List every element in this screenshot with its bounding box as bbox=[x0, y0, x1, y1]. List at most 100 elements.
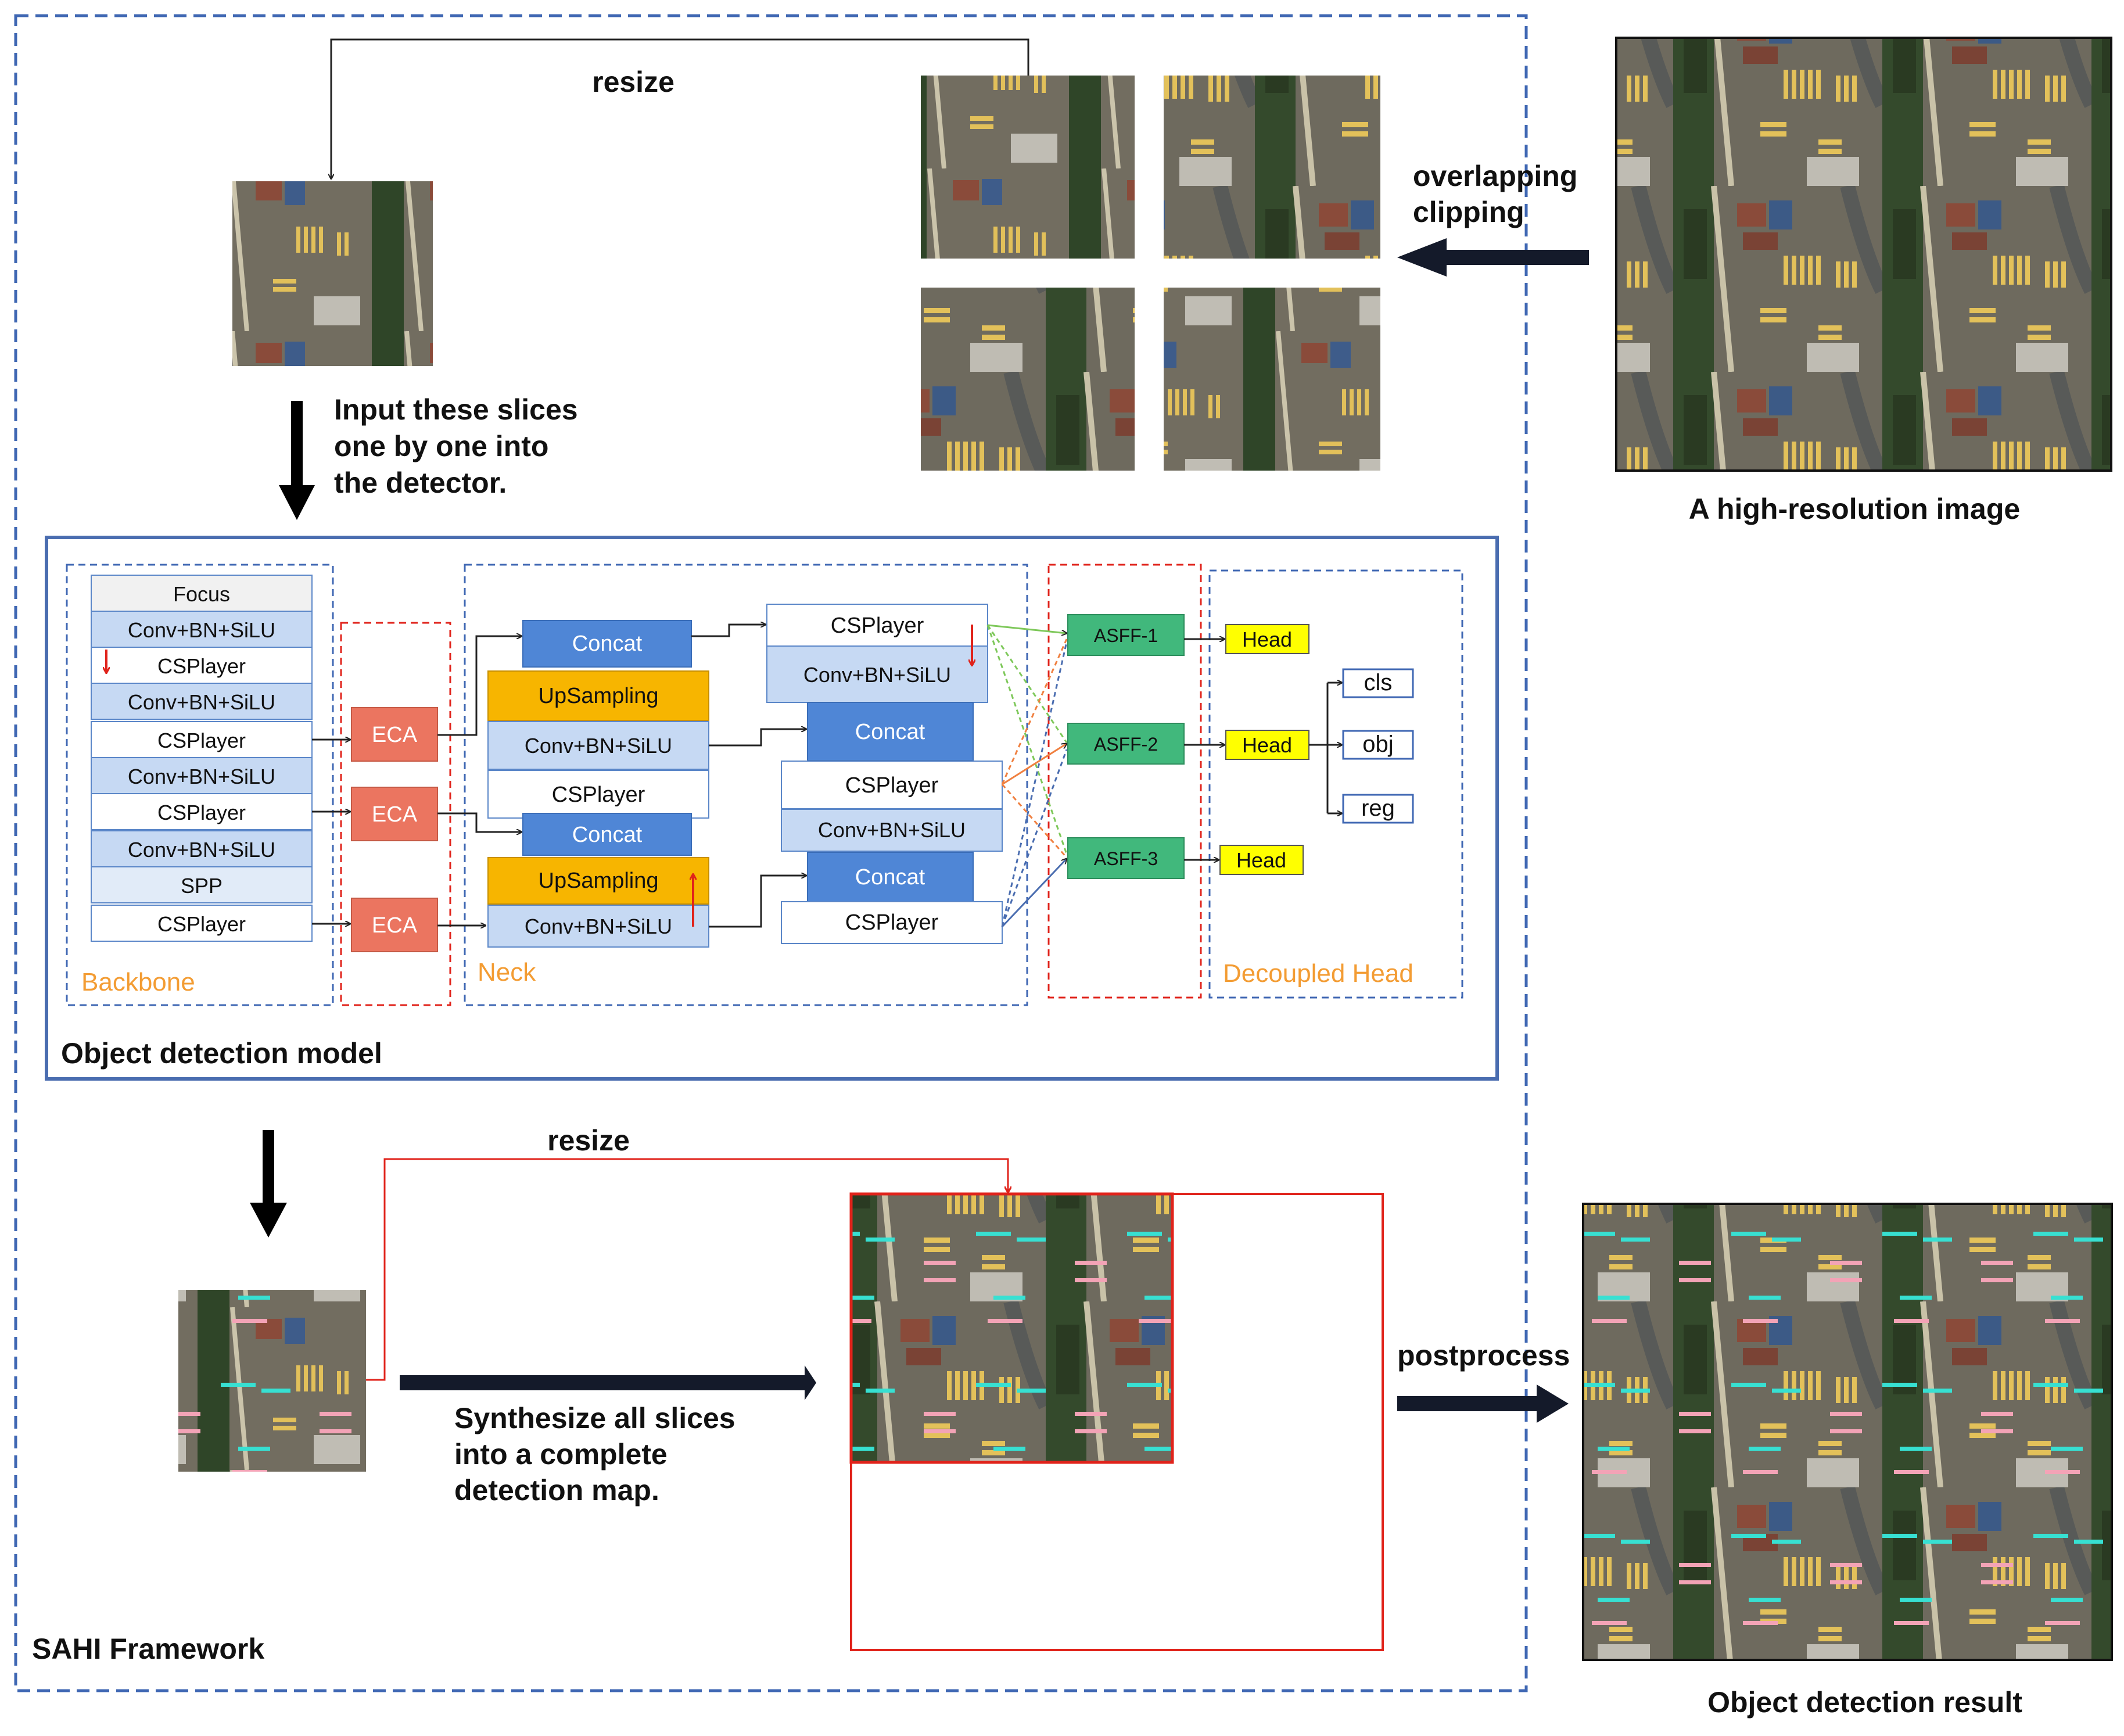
model-title: Object detection model bbox=[61, 1037, 382, 1070]
asff-label: ASFF-2 bbox=[1094, 734, 1158, 755]
neck-block bbox=[781, 901, 1003, 944]
neck-block bbox=[487, 905, 709, 948]
backbone-block bbox=[91, 683, 313, 720]
head-arrows bbox=[1184, 639, 1342, 860]
neck-block bbox=[781, 809, 1003, 852]
backbone-eca-arrows bbox=[312, 740, 350, 924]
asff-block bbox=[1067, 837, 1185, 879]
backbone-frame bbox=[66, 564, 334, 1006]
head-block bbox=[1225, 730, 1309, 760]
asff-label: ASFF-3 bbox=[1094, 848, 1158, 869]
backbone-block-label: Conv+BN+SiLU bbox=[128, 690, 275, 714]
neck-frame bbox=[464, 564, 1028, 1006]
hires-caption: A high-resolution image bbox=[1689, 493, 2020, 525]
neck-block-label: Concat bbox=[855, 865, 925, 889]
head-block bbox=[1225, 624, 1309, 654]
backbone-blocks: Focus Conv+BN+SiLU CSPlayer Conv+BN+SiLU… bbox=[91, 575, 313, 942]
image-slices bbox=[921, 76, 1380, 471]
backbone-block bbox=[91, 647, 313, 684]
asff-block bbox=[1067, 723, 1185, 765]
overlap-label-2: clipping bbox=[1413, 196, 1524, 228]
backbone-block bbox=[91, 866, 313, 903]
neck-block bbox=[487, 857, 709, 905]
detected-slice bbox=[178, 1290, 366, 1472]
backbone-block-label: SPP bbox=[181, 874, 223, 898]
neck-block bbox=[807, 702, 974, 761]
output-box bbox=[1342, 730, 1414, 760]
neck-block-label: Concat bbox=[855, 720, 925, 744]
overlap-arrow bbox=[1397, 238, 1589, 277]
neck-arrows bbox=[437, 625, 806, 927]
backbone-block-label: Conv+BN+SiLU bbox=[128, 618, 275, 642]
sahi-framework-frame bbox=[14, 14, 1528, 1692]
detection-result-image bbox=[1582, 1203, 2113, 1661]
neck-block bbox=[487, 770, 709, 819]
neck-block-label: Conv+BN+SiLU bbox=[818, 818, 966, 842]
eca-blocks: ECA ECA ECA bbox=[351, 707, 438, 952]
neck-label: Neck bbox=[478, 958, 536, 987]
model-frame bbox=[45, 536, 1499, 1081]
neck-right-column: CSPlayer Conv+BN+SiLU Concat CSPlayer Co… bbox=[766, 604, 1003, 944]
input-label-1: Input these slices bbox=[334, 393, 578, 426]
high-resolution-image bbox=[1615, 37, 2112, 472]
asff-connectors bbox=[986, 624, 1067, 928]
model-output-arrow bbox=[250, 1130, 287, 1238]
resize-bottom-label: resize bbox=[547, 1124, 630, 1157]
asff-frame bbox=[1047, 564, 1202, 999]
asff-label: ASFF-1 bbox=[1094, 625, 1158, 646]
head-frame bbox=[1208, 569, 1463, 999]
eca-label: ECA bbox=[372, 913, 418, 938]
decoupled-head-label: Decoupled Head bbox=[1223, 959, 1413, 988]
backbone-block bbox=[91, 830, 313, 867]
output-box bbox=[1342, 668, 1414, 698]
heads: Head Head Head bbox=[1219, 624, 1309, 875]
head-label: Head bbox=[1236, 848, 1286, 872]
backbone-block-label: CSPlayer bbox=[157, 729, 246, 752]
postprocess-arrow bbox=[1397, 1385, 1569, 1423]
backbone-block-label: CSPlayer bbox=[157, 912, 246, 936]
resize-top-label: resize bbox=[592, 66, 674, 98]
overlap-label-1: overlapping bbox=[1413, 160, 1577, 192]
eca-label: ECA bbox=[372, 802, 418, 827]
neck-left-column: Concat UpSampling Conv+BN+SiLU CSPlayer … bbox=[487, 620, 709, 948]
sahi-framework-label: SAHI Framework bbox=[32, 1633, 264, 1665]
head-block bbox=[1219, 845, 1304, 875]
backbone-block-label: CSPlayer bbox=[157, 654, 246, 678]
neck-block-label: Concat bbox=[572, 823, 643, 847]
synth-label-2: into a complete bbox=[454, 1438, 668, 1470]
backbone-label: Backbone bbox=[81, 968, 195, 996]
neck-block bbox=[522, 813, 692, 856]
output-box bbox=[1342, 794, 1414, 824]
resize-top-path bbox=[331, 38, 1029, 179]
synthesize-arrow bbox=[400, 1365, 816, 1400]
neck-block bbox=[487, 670, 709, 721]
asff-blocks: ASFF-1 ASFF-2 ASFF-3 bbox=[1067, 614, 1185, 879]
backbone-block bbox=[91, 905, 313, 942]
eca-label: ECA bbox=[372, 723, 418, 747]
backbone-block-label: Focus bbox=[173, 582, 230, 606]
backbone-block bbox=[91, 611, 313, 648]
input-arrow bbox=[279, 401, 315, 520]
head-label: Head bbox=[1242, 733, 1292, 757]
backbone-block bbox=[91, 721, 313, 758]
output-label: reg bbox=[1361, 795, 1395, 821]
synth-label-3: detection map. bbox=[454, 1474, 659, 1507]
resize-bottom-path bbox=[366, 1158, 1008, 1381]
input-label-2: one by one into bbox=[334, 430, 548, 462]
asff-block bbox=[1067, 614, 1185, 656]
neck-block-label: CSPlayer bbox=[552, 783, 645, 807]
head-outputs: cls obj reg bbox=[1342, 668, 1414, 824]
synth-label-1: Synthesize all slices bbox=[454, 1402, 735, 1434]
eca-block bbox=[351, 787, 438, 841]
neck-block-label: Conv+BN+SiLU bbox=[803, 663, 951, 687]
backbone-block-label: Conv+BN+SiLU bbox=[128, 838, 275, 862]
backbone-block-label: CSPlayer bbox=[157, 801, 246, 824]
neck-block-label: CSPlayer bbox=[845, 910, 939, 935]
backbone-block-label: Conv+BN+SiLU bbox=[128, 765, 275, 788]
detection-map bbox=[849, 1192, 1384, 1651]
neck-block-label: CSPlayer bbox=[845, 773, 939, 798]
output-label: obj bbox=[1362, 731, 1393, 757]
neck-block-label: UpSampling bbox=[539, 869, 659, 893]
output-label: cls bbox=[1364, 670, 1393, 695]
